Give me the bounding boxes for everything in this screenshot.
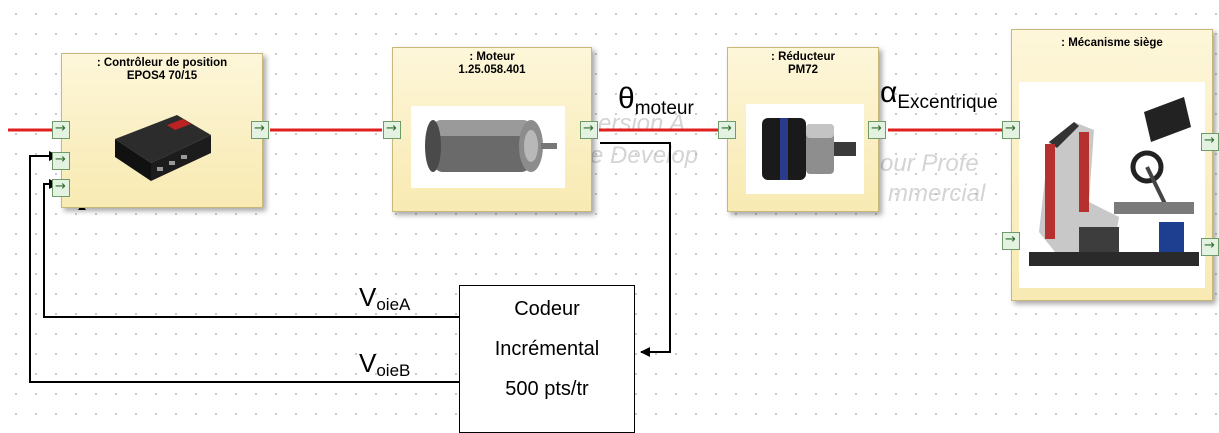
codeur-incremental-box[interactable]: Codeur Incrémental 500 pts/tr [459, 285, 635, 433]
voie-a-subscript: oieA [376, 295, 411, 314]
feedback-line-theta [600, 142, 671, 357]
controleur-output-port[interactable] [251, 121, 269, 139]
alpha-symbol: α [880, 76, 898, 109]
feedback-line-voie-b [29, 151, 459, 383]
moteur-input-port[interactable] [383, 121, 401, 139]
codeur-line-1: Codeur [514, 298, 580, 320]
block-mecanisme[interactable]: : Mécanisme siège [1011, 29, 1213, 301]
controller-image [115, 115, 211, 181]
moteur-title-1: : Moteur [469, 51, 515, 63]
block-moteur[interactable]: : Moteur 1.25.058.401 [392, 47, 592, 212]
voie-b-subscript: oieB [376, 361, 411, 380]
mecanisme-title: : Mécanisme siège [1061, 37, 1163, 49]
block-reducteur[interactable]: : Réducteur PM72 [727, 47, 879, 212]
reducer-image [746, 104, 864, 194]
controleur-title-2: EPOS4 70/15 [126, 70, 198, 82]
feedback-line-voie-a [43, 179, 459, 318]
watermark-line4: mmercial [888, 180, 986, 207]
reducteur-input-port[interactable] [718, 121, 736, 139]
watermark-line1: ersion A [598, 110, 686, 137]
label-voie-b: VoieB [359, 348, 411, 380]
codeur-line-2: Incrémental [494, 338, 600, 360]
motor-image [411, 106, 565, 188]
moteur-title-2: 1.25.058.401 [458, 64, 526, 76]
reducteur-output-port[interactable] [868, 121, 886, 139]
label-voie-a: VoieA [359, 282, 411, 314]
label-alpha-excentrique: αExcentrique [880, 76, 998, 113]
watermark-line3: our Profe [880, 150, 979, 177]
mecanisme-input-port-2[interactable] [1002, 232, 1020, 250]
reducteur-title-1: : Réducteur [771, 51, 835, 63]
voie-a-symbol: V [359, 282, 377, 312]
watermark-line2: e Develop [590, 142, 699, 169]
label-theta-moteur: θmoteur [618, 82, 694, 119]
mecanisme-input-port-1[interactable] [1002, 121, 1020, 139]
mecanisme-output-port-1[interactable] [1201, 133, 1219, 151]
controleur-title-1: : Contrôleur de position [96, 57, 228, 69]
controleur-input-port-3[interactable] [52, 179, 70, 197]
controleur-input-port-2[interactable] [52, 152, 70, 170]
moteur-output-port[interactable] [580, 121, 598, 139]
codeur-line-3: 500 pts/tr [505, 378, 589, 400]
theta-symbol: θ [618, 82, 635, 115]
reducteur-title-2: PM72 [787, 64, 819, 76]
seat-mechanism-image [1019, 82, 1205, 288]
alpha-subscript: Excentrique [897, 92, 998, 113]
voie-b-symbol: V [359, 348, 377, 378]
controleur-input-port-1[interactable] [52, 121, 70, 139]
theta-subscript: moteur [634, 98, 694, 119]
block-controleur[interactable]: : Contrôleur de position EPOS4 70/15 [61, 53, 263, 208]
mecanisme-output-port-2[interactable] [1201, 238, 1219, 256]
